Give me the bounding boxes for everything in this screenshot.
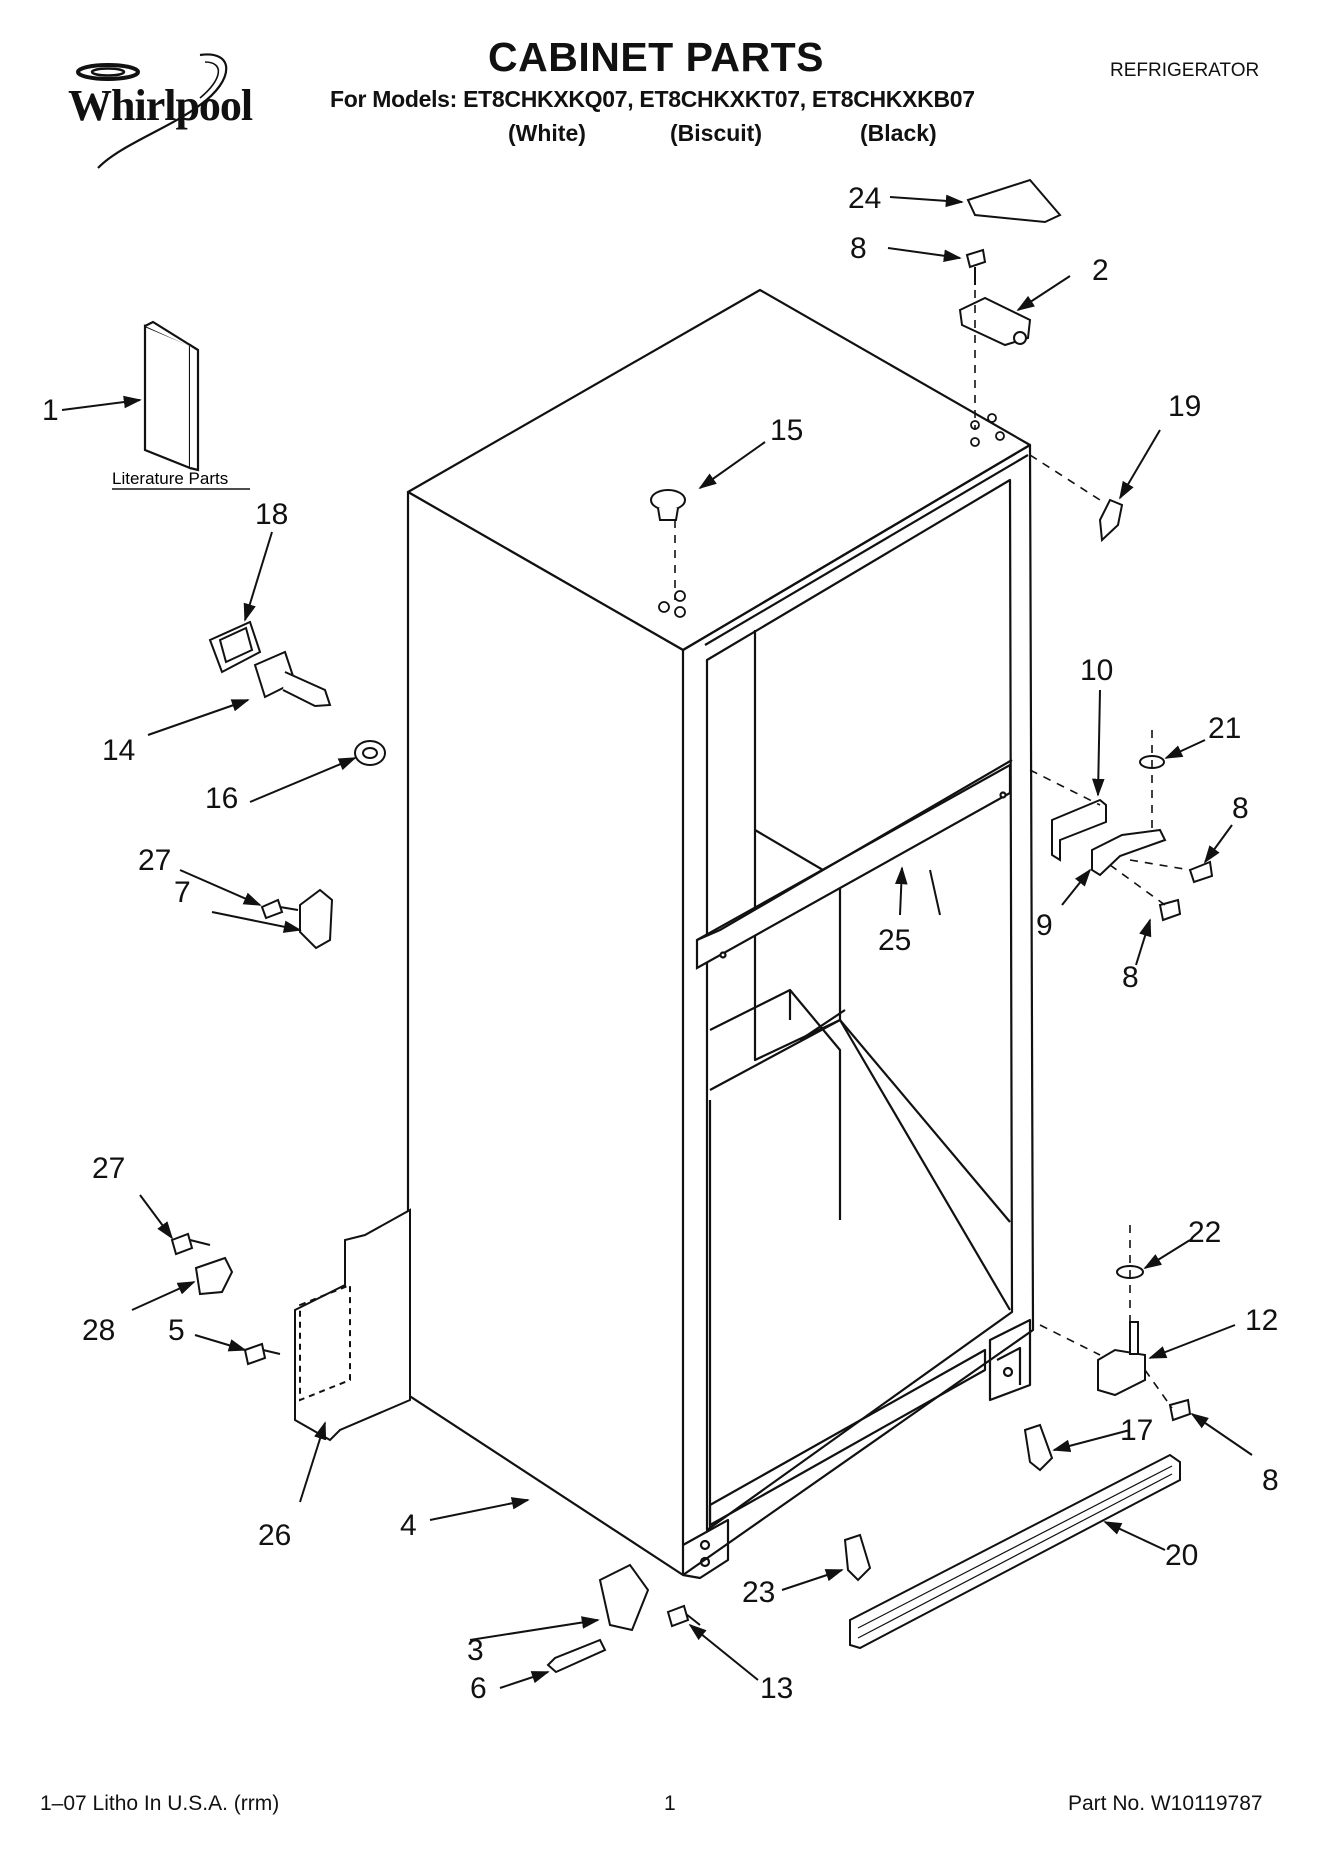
- screw-part-lower-right: [1168, 1398, 1192, 1422]
- callout-numbers: 1 2 3 4 5 6 7 8 8 8 8 8 9 10 12 13 14 15…: [42, 182, 1279, 1705]
- color-black: (Black): [860, 120, 937, 146]
- callout-27-upper: 27: [138, 844, 171, 877]
- callout-10: 10: [1080, 654, 1113, 687]
- lower-hinge-part: [1097, 1348, 1146, 1397]
- parts: [170, 178, 1214, 1674]
- cabinet-body: [406, 288, 1035, 1580]
- mid-hinge-bracket-part: [1051, 798, 1107, 862]
- callout-22: 22: [1188, 1216, 1221, 1249]
- callout-20: 20: [1165, 1539, 1198, 1572]
- callout-28: 28: [82, 1314, 115, 1347]
- callout-13: 13: [760, 1672, 793, 1705]
- top-hinge-part: [958, 296, 1032, 347]
- toe-grille-part: [849, 1453, 1181, 1650]
- assembly-lines: [674, 290, 1191, 1409]
- callout-14: 14: [102, 734, 135, 767]
- callout-27-lower: 27: [92, 1152, 125, 1185]
- callout-9: 9: [1036, 909, 1053, 942]
- callout-23: 23: [742, 1576, 775, 1609]
- callout-19: 19: [1168, 390, 1201, 423]
- page-title: CABINET PARTS: [488, 34, 825, 80]
- clip-part-bottom: [843, 1533, 872, 1582]
- screw-part-mid-a: [1188, 860, 1214, 884]
- screw-part-lower-mid: [243, 1342, 281, 1366]
- leader-arrows: [61, 194, 1253, 1689]
- callout-1: 1: [42, 394, 59, 427]
- callout-8-bottom: 8: [1262, 1464, 1279, 1497]
- model-list: For Models: ET8CHKXKQ07, ET8CHKXKT07, ET…: [330, 86, 975, 112]
- litho-note: 1–07 Litho In U.S.A. (rrm): [40, 1792, 280, 1815]
- callout-15: 15: [770, 414, 803, 447]
- color-biscuit: (Biscuit): [670, 120, 762, 146]
- callout-12: 12: [1245, 1304, 1278, 1337]
- hinge-cover-part: [966, 178, 1062, 224]
- callout-7: 7: [174, 876, 191, 909]
- clip-part-right: [1023, 1423, 1054, 1472]
- callout-4: 4: [400, 1509, 417, 1542]
- center-mullion: [695, 759, 1013, 970]
- callout-2: 2: [1092, 254, 1109, 287]
- callout-24: 24: [848, 182, 881, 215]
- whirlpool-swirl-icon: [76, 53, 228, 169]
- callout-25: 25: [878, 924, 911, 957]
- screw-part-top: [965, 248, 987, 285]
- product-category: REFRIGERATOR: [1110, 60, 1260, 81]
- roller-part: [598, 1563, 650, 1632]
- whirlpool-logo: Whirlpool: [50, 50, 280, 170]
- mid-hinge-part: [1091, 828, 1167, 877]
- color-white: (White): [508, 120, 586, 146]
- axle-pin-part: [546, 1638, 607, 1674]
- callout-17: 17: [1120, 1414, 1153, 1447]
- callout-8-mid-b: 8: [1122, 961, 1139, 994]
- literature-label: Literature Parts: [112, 469, 228, 488]
- callout-16: 16: [205, 782, 238, 815]
- bottom-plate-part: [294, 1208, 411, 1442]
- part-number: Part No. W10119787: [1068, 1792, 1263, 1815]
- page-number: 1: [664, 1792, 676, 1815]
- screw-part-lower-left: [170, 1232, 211, 1256]
- callout-8-mid-a: 8: [1232, 792, 1249, 825]
- plug-part: [650, 489, 686, 511]
- clip-part: [1098, 498, 1124, 543]
- callout-8-top: 8: [850, 232, 867, 265]
- screw-part-mid-b: [1158, 898, 1182, 922]
- callout-3: 3: [467, 1634, 484, 1667]
- callout-26: 26: [258, 1519, 291, 1552]
- callout-18: 18: [255, 498, 288, 531]
- brand-name: Whirlpool: [68, 81, 253, 130]
- callout-6: 6: [470, 1672, 487, 1705]
- bracket-part: [299, 888, 334, 950]
- screw-part-bottom: [666, 1604, 701, 1628]
- screw-part-left: [260, 898, 299, 920]
- literature-parts: [112, 320, 250, 490]
- callout-21: 21: [1208, 712, 1241, 745]
- cap-part: [194, 1256, 234, 1296]
- callout-5: 5: [168, 1314, 185, 1347]
